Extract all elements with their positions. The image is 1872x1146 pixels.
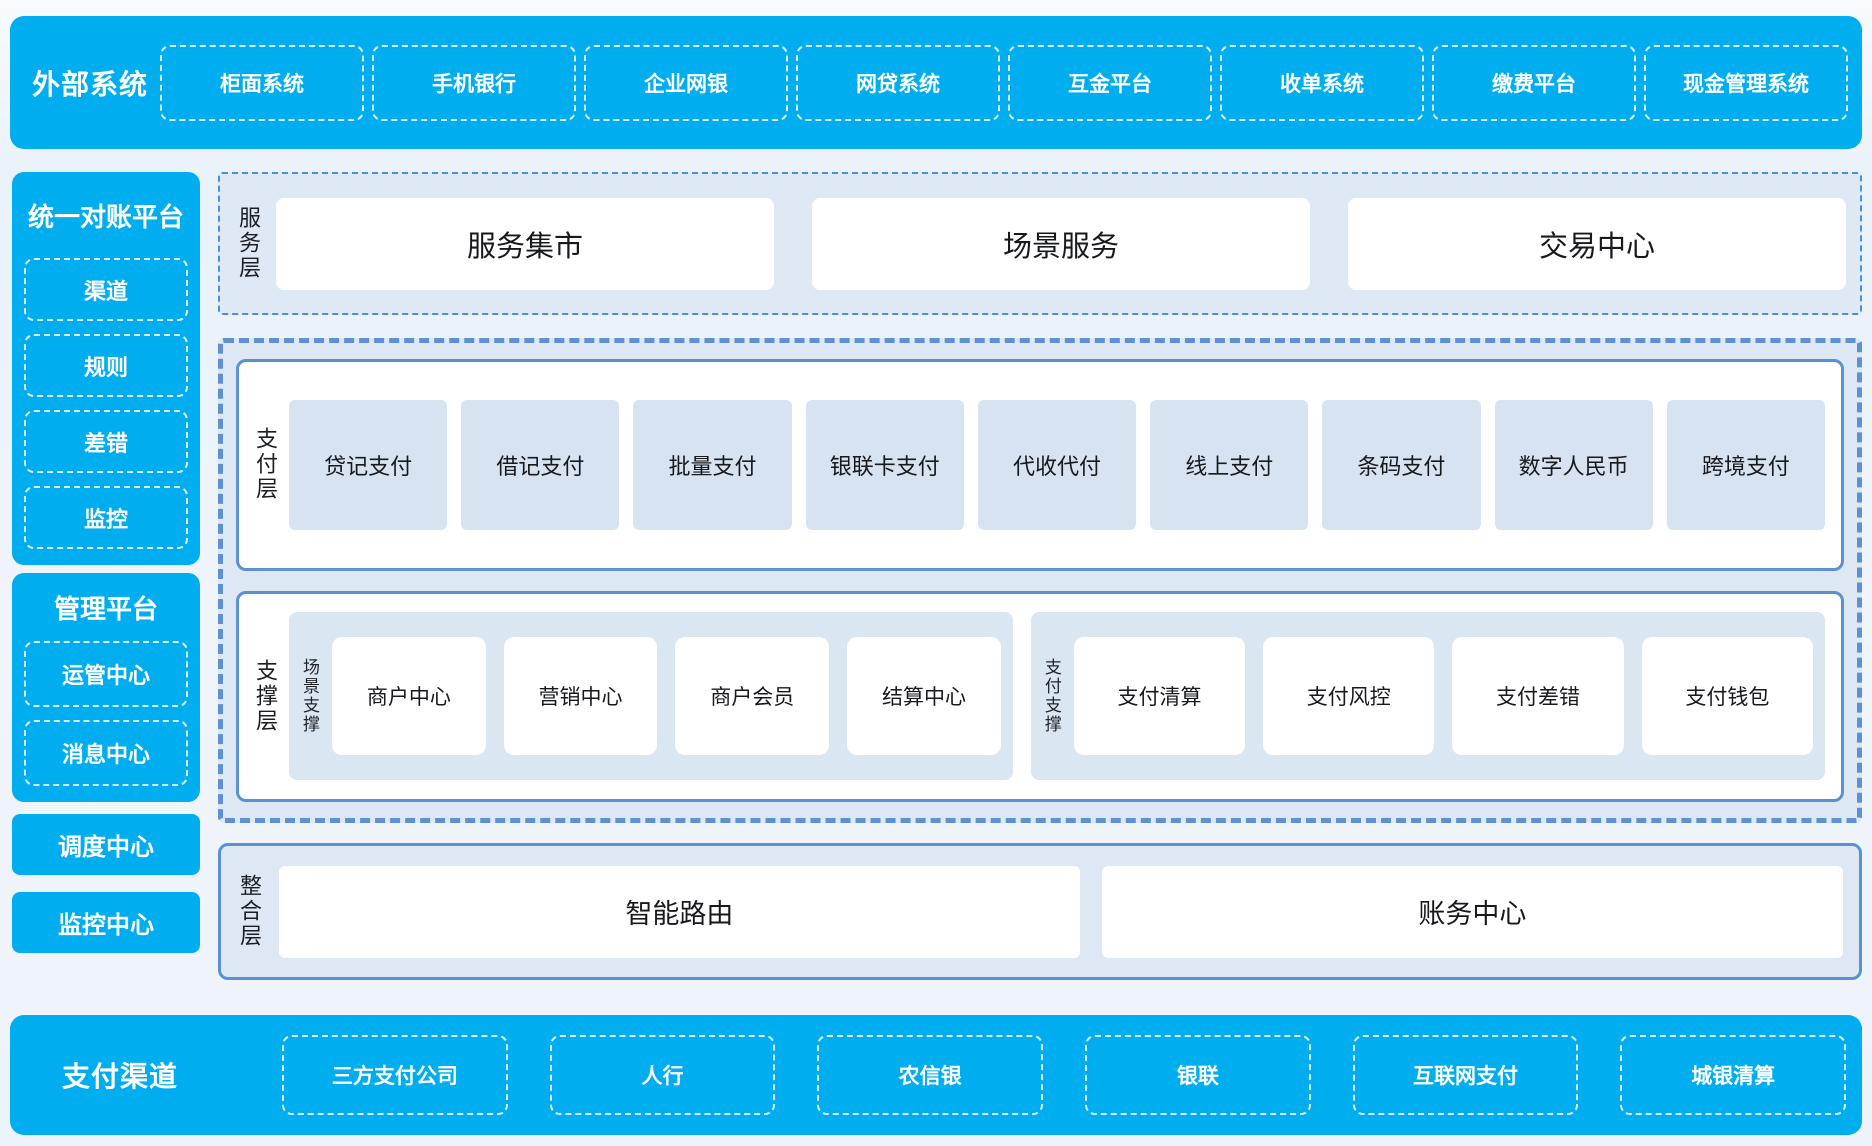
integration-node: 账务中心 [1102, 866, 1843, 958]
external-systems-items: 柜面系统手机银行企业网银网贷系统互金平台收单系统缴费平台现金管理系统 [160, 45, 1848, 121]
payment-node: 代收代付 [978, 400, 1136, 530]
payment-channel-node: 农信银 [817, 1035, 1043, 1115]
payment-node: 线上支付 [1150, 400, 1308, 530]
payment-support-node: 支付差错 [1452, 637, 1623, 755]
management-platform-block: 管理平台 运管中心消息中心 [12, 573, 200, 802]
scene-support-node: 结算中心 [847, 637, 1001, 755]
payment-channel-node: 三方支付公司 [282, 1035, 508, 1115]
payment-layer-label: 支付层 [249, 427, 281, 502]
payment-node: 批量支付 [633, 400, 791, 530]
external-system-node: 互金平台 [1008, 45, 1212, 121]
service-node: 服务集市 [276, 198, 774, 290]
integration-layer-box: 整合层 智能路由账务中心 [218, 843, 1862, 980]
external-system-node: 缴费平台 [1432, 45, 1636, 121]
reconciliation-node: 监控 [24, 486, 188, 549]
payment-layer-box: 支付层 贷记支付借记支付批量支付银联卡支付代收代付线上支付条码支付数字人民币跨境… [236, 359, 1844, 571]
reconciliation-node: 渠道 [24, 258, 188, 321]
support-layer-groups: 场景支撑 商户中心营销中心商户会员结算中心 支付支撑 支付清算支付风控支付差错支… [289, 612, 1825, 780]
payment-support-group: 支付支撑 支付清算支付风控支付差错支付钱包 [1031, 612, 1825, 780]
service-layer-items: 服务集市场景服务交易中心 [276, 198, 1846, 290]
payment-channel-node: 人行 [550, 1035, 776, 1115]
left-platform-sidebar: 统一对账平台 渠道规则差错监控 管理平台 运管中心消息中心 调度中心 监控中心 [12, 172, 200, 953]
scene-support-label: 场景支撑 [297, 658, 322, 734]
external-system-node: 手机银行 [372, 45, 576, 121]
payment-layer-items: 贷记支付借记支付批量支付银联卡支付代收代付线上支付条码支付数字人民币跨境支付 [289, 400, 1825, 530]
service-layer-container: 服务层 服务集市场景服务交易中心 [218, 172, 1862, 315]
payment-node: 借记支付 [461, 400, 619, 530]
management-platform-items: 运管中心消息中心 [24, 641, 188, 786]
external-system-node: 现金管理系统 [1644, 45, 1848, 121]
reconciliation-platform-title: 统一对账平台 [24, 172, 188, 258]
payment-node: 数字人民币 [1495, 400, 1653, 530]
payment-node: 条码支付 [1322, 400, 1480, 530]
integration-layer-items: 智能路由账务中心 [279, 866, 1843, 958]
payment-channels-items: 三方支付公司人行农信银银联互联网支付城银清算 [282, 1035, 1846, 1115]
monitor-center-block: 监控中心 [12, 892, 200, 953]
management-platform-title: 管理平台 [24, 573, 188, 641]
external-systems-bar: 外部系统 柜面系统手机银行企业网银网贷系统互金平台收单系统缴费平台现金管理系统 [10, 16, 1862, 149]
payment-channel-node: 互联网支付 [1353, 1035, 1579, 1115]
payment-channel-node: 城银清算 [1620, 1035, 1846, 1115]
payment-support-node: 支付风控 [1263, 637, 1434, 755]
payment-support-label: 支付支撑 [1039, 658, 1064, 734]
scene-support-node: 商户中心 [332, 637, 486, 755]
payment-support-items: 支付清算支付风控支付差错支付钱包 [1074, 637, 1813, 755]
scene-support-node: 商户会员 [675, 637, 829, 755]
external-system-node: 收单系统 [1220, 45, 1424, 121]
management-node: 运管中心 [24, 641, 188, 707]
payment-channels-bar: 支付渠道 三方支付公司人行农信银银联互联网支付城银清算 [10, 1015, 1862, 1135]
reconciliation-platform-items: 渠道规则差错监控 [24, 258, 188, 549]
support-layer-box: 支撑层 场景支撑 商户中心营销中心商户会员结算中心 支付支撑 支付清算支付风控支… [236, 591, 1844, 803]
dispatch-center-block: 调度中心 [12, 814, 200, 875]
management-node: 消息中心 [24, 720, 188, 786]
layered-architecture-area: 服务层 服务集市场景服务交易中心 支付层 贷记支付借记支付批量支付银联卡支付代收… [218, 172, 1862, 980]
core-layers-dashed-container: 支付层 贷记支付借记支付批量支付银联卡支付代收代付线上支付条码支付数字人民币跨境… [218, 338, 1862, 823]
reconciliation-node: 差错 [24, 410, 188, 473]
external-system-node: 网贷系统 [796, 45, 1000, 121]
scene-support-group: 场景支撑 商户中心营销中心商户会员结算中心 [289, 612, 1013, 780]
external-system-node: 柜面系统 [160, 45, 364, 121]
payment-channel-node: 银联 [1085, 1035, 1311, 1115]
service-node: 交易中心 [1348, 198, 1846, 290]
payment-support-node: 支付钱包 [1642, 637, 1813, 755]
service-layer-label: 服务层 [232, 206, 264, 281]
reconciliation-platform-block: 统一对账平台 渠道规则差错监控 [12, 172, 200, 565]
service-node: 场景服务 [812, 198, 1310, 290]
external-systems-title: 外部系统 [32, 63, 160, 103]
payment-node: 跨境支付 [1667, 400, 1825, 530]
scene-support-node: 营销中心 [504, 637, 658, 755]
integration-layer-label: 整合层 [233, 874, 265, 949]
payment-node: 贷记支付 [289, 400, 447, 530]
payment-node: 银联卡支付 [806, 400, 964, 530]
payment-channels-title: 支付渠道 [32, 1055, 282, 1095]
payment-support-node: 支付清算 [1074, 637, 1245, 755]
external-system-node: 企业网银 [584, 45, 788, 121]
reconciliation-node: 规则 [24, 334, 188, 397]
support-layer-label: 支撑层 [249, 659, 281, 734]
integration-node: 智能路由 [279, 866, 1080, 958]
scene-support-items: 商户中心营销中心商户会员结算中心 [332, 637, 1001, 755]
